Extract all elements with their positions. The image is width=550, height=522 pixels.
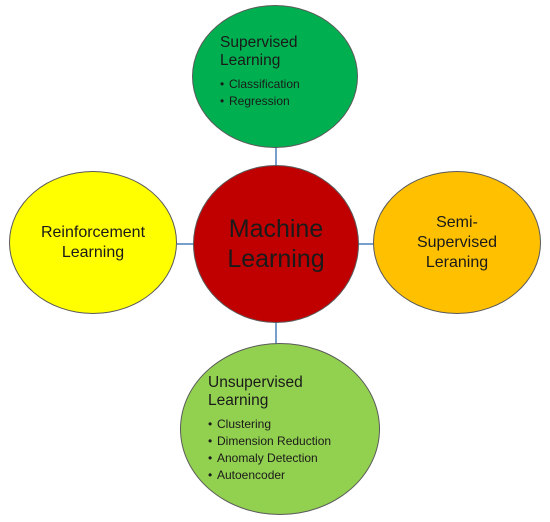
center-title-line-2: Learning [227,245,325,273]
list-item: Anomaly Detection [208,450,331,467]
semi-title-line-3: Leraning [425,253,489,271]
unsupervised-title-line-2: Learning [208,391,269,409]
semi-title-line-1: Semi- [436,213,478,231]
machine-learning-node: Machine Learning [193,165,359,323]
unsupervised-items: Clustering Dimension Reduction Anomaly D… [208,416,331,484]
unsupervised-learning-node: Unsupervised Learning Clustering Dimensi… [180,343,380,515]
supervised-learning-node: Supervised Learning Classification Regre… [192,5,358,148]
supervised-title-line-1: Supervised [220,34,298,51]
list-item: Classification [220,76,300,93]
reinforcement-learning-node: Reinforcement Learning [9,171,177,314]
list-item: Autoencoder [208,467,331,484]
reinforcement-title-line-1: Reinforcement [40,223,146,241]
center-title-line-1: Machine [228,215,324,243]
list-item: Regression [220,93,300,110]
list-item: Dimension Reduction [208,433,331,450]
reinforcement-title-line-2: Learning [61,243,125,261]
unsupervised-title-line-1: Unsupervised [208,374,303,391]
supervised-title-line-2: Learning [220,51,281,69]
semi-title-line-2: Supervised [416,233,498,251]
supervised-items: Classification Regression [220,76,300,110]
list-item: Clustering [208,416,331,433]
semi-supervised-learning-node: Semi- Supervised Leraning [373,171,541,314]
